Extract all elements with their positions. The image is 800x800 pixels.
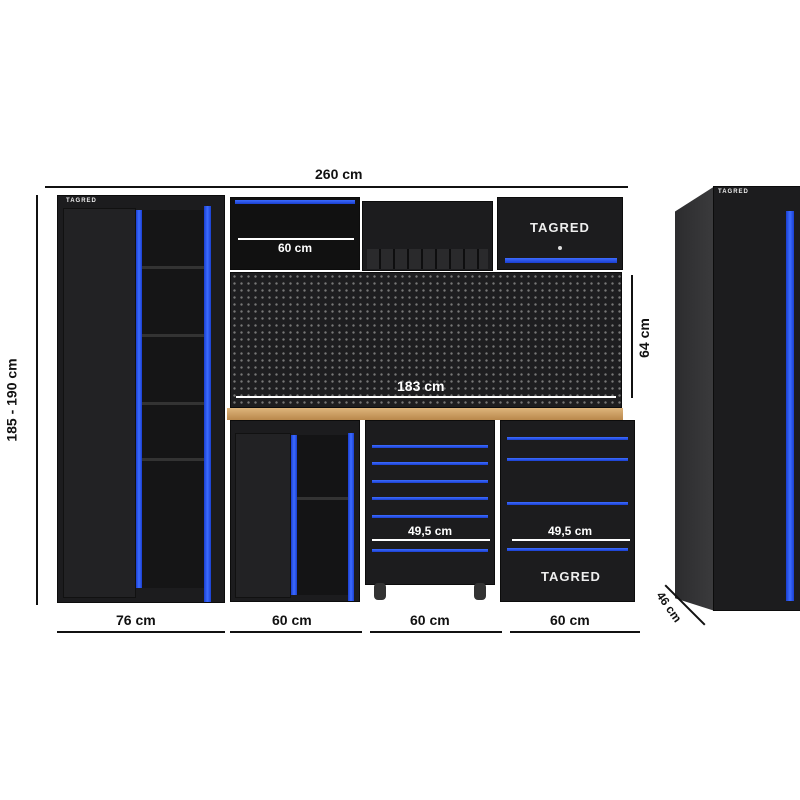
drawer-handle[interactable] xyxy=(507,502,628,505)
drawer-handle[interactable] xyxy=(507,548,628,551)
drawer-handle[interactable] xyxy=(372,497,488,500)
lower-cabinet-width-label: 60 cm xyxy=(272,612,312,628)
door-handle[interactable] xyxy=(136,210,142,588)
shelf xyxy=(142,402,204,405)
wall-cabinet-door-edge xyxy=(235,200,355,204)
tall-cabinet-width-label: 76 cm xyxy=(116,612,156,628)
drawer-handle[interactable] xyxy=(507,437,628,440)
cart-drawer-width-line xyxy=(372,539,490,541)
drawer-cabinet-width-label: 60 cm xyxy=(550,612,590,628)
wall-cabinet-handle[interactable] xyxy=(505,258,617,263)
height-line xyxy=(36,195,38,605)
tall-cabinet: TAGRED xyxy=(57,195,225,603)
wall-cabinet-width-line xyxy=(238,238,354,240)
drawer-cabinet: TAGRED xyxy=(500,420,635,602)
pegboard-width-line xyxy=(236,396,616,398)
drawer-handle[interactable] xyxy=(372,480,488,483)
side-view-cabinet-front: TAGRED xyxy=(713,186,800,611)
brand-logo: TAGRED xyxy=(66,198,97,204)
wooden-worktop xyxy=(227,408,623,420)
door-handle[interactable] xyxy=(291,435,297,595)
drawer-cart xyxy=(365,420,495,585)
side-view-cabinet-side xyxy=(675,186,715,611)
shelf xyxy=(297,497,349,500)
caster-wheel xyxy=(474,583,486,600)
pegboard-height-line xyxy=(631,275,633,398)
height-label: 185 - 190 cm xyxy=(3,358,20,442)
tall-cabinet-door[interactable] xyxy=(63,208,136,598)
drawer-handle[interactable] xyxy=(372,445,488,448)
drawer-handle[interactable] xyxy=(507,458,628,461)
lower-cabinet xyxy=(230,420,360,602)
door-handle[interactable] xyxy=(786,211,794,601)
pegboard-width-label: 183 cm xyxy=(397,378,445,394)
cabinet-drawer-width-line xyxy=(512,539,630,541)
pegboard xyxy=(230,272,622,408)
total-width-label: 260 cm xyxy=(315,166,363,182)
cart-width-line xyxy=(370,631,502,633)
lower-cabinet-width-line xyxy=(230,631,362,633)
lower-cabinet-door[interactable] xyxy=(235,433,291,598)
caster-wheel xyxy=(374,583,386,600)
cart-drawer-width-label: 49,5 cm xyxy=(408,524,453,538)
total-width-line xyxy=(45,186,628,188)
pegboard-height-label: 64 cm xyxy=(635,318,652,358)
drawer-handle[interactable] xyxy=(372,515,488,518)
wall-cabinet-width-label: 60 cm xyxy=(278,241,313,255)
lower-cabinet-interior xyxy=(297,435,349,595)
top-shelf-unit xyxy=(362,201,493,271)
brand-logo: TAGRED xyxy=(530,220,590,235)
drawer-handle[interactable] xyxy=(372,549,488,552)
shelf xyxy=(142,266,204,269)
wall-cabinet-closed: TAGRED xyxy=(497,197,623,270)
cabinet-drawer-width-label: 49,5 cm xyxy=(548,524,593,538)
brand-logo: TAGRED xyxy=(541,569,601,584)
brand-logo: TAGRED xyxy=(718,189,749,195)
drawer-cabinet-width-line xyxy=(510,631,640,633)
drawer-handle[interactable] xyxy=(372,462,488,465)
open-door-edge[interactable] xyxy=(204,206,211,602)
tall-cabinet-interior xyxy=(142,210,204,588)
open-door-edge[interactable] xyxy=(348,433,354,601)
cart-width-label: 60 cm xyxy=(410,612,450,628)
lock-icon xyxy=(558,246,562,250)
wall-cabinet-open xyxy=(230,197,360,270)
shelf xyxy=(142,334,204,337)
tall-cabinet-width-line xyxy=(57,631,225,633)
tool-slots xyxy=(367,249,488,269)
shelf xyxy=(142,458,204,461)
